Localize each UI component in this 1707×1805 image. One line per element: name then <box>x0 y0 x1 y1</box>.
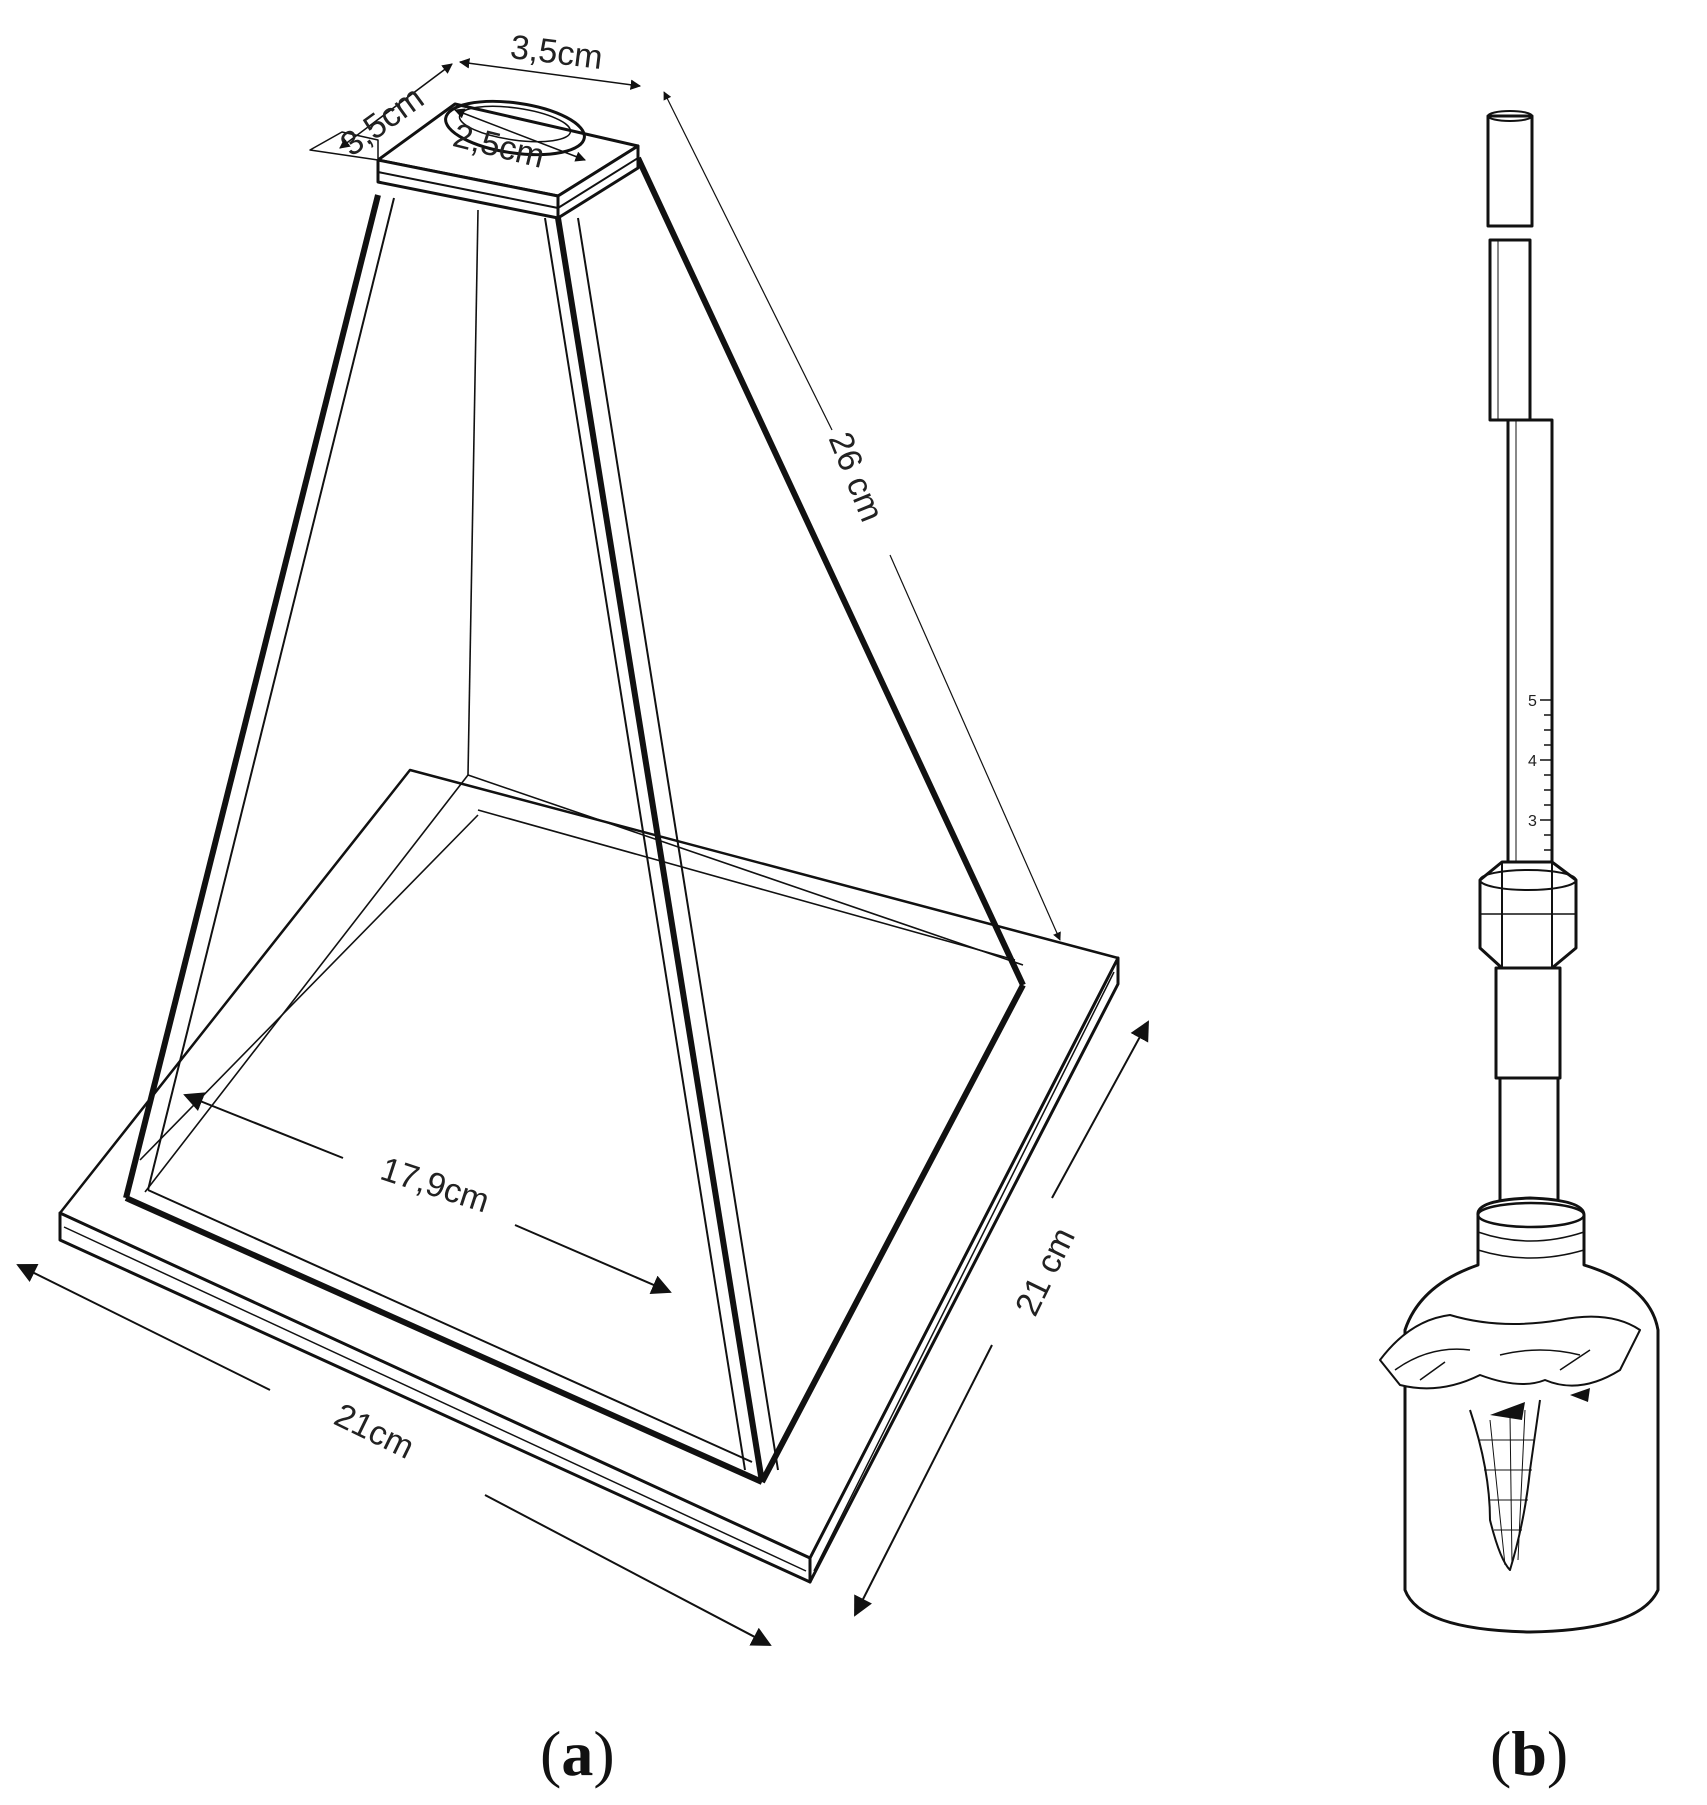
lower-tube <box>1494 966 1562 1235</box>
panel-a-dimensions <box>16 58 1149 1646</box>
dim-line-inner <box>183 1092 344 1159</box>
panel-b-drawing <box>1379 110 1660 1634</box>
base-plate <box>58 768 1120 1584</box>
dim-line-top-depth <box>339 63 453 149</box>
scale-tick-3: 3 <box>1528 813 1537 830</box>
dim-line-slant <box>667 99 833 431</box>
scale-tick-5: 5 <box>1528 693 1537 710</box>
caption-a: (a) <box>540 1718 615 1789</box>
hex-nut <box>1478 860 1578 970</box>
scale-tick-4: 4 <box>1528 753 1537 770</box>
dim-line-hole <box>454 108 586 162</box>
pyramid-faces <box>123 156 1026 1485</box>
dim-line-top-width <box>458 58 642 90</box>
label-slant-height: 26 cm <box>821 427 891 527</box>
dim-line-base-front <box>16 1264 271 1391</box>
burette-tube <box>1486 110 1554 877</box>
panel-b-scale-labels: 5 4 3 <box>1528 693 1537 830</box>
label-base-front: 21cm <box>329 1396 420 1467</box>
dim-line-base-side <box>1051 1020 1149 1199</box>
bottle <box>1379 1196 1660 1634</box>
panel-a-drawing <box>58 99 1120 1584</box>
caption-b: (b) <box>1490 1718 1568 1789</box>
label-base-side: 21 cm <box>1008 1222 1083 1322</box>
